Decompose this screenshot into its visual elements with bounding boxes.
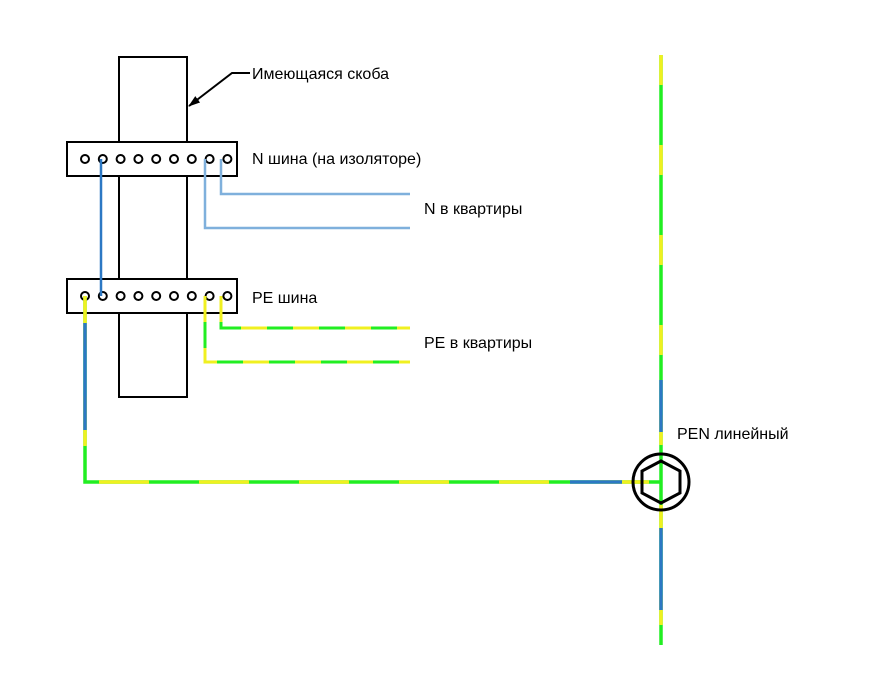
pe-bus-label: PE шина bbox=[252, 290, 317, 307]
bus-terminal bbox=[115, 291, 126, 301]
pe-to-pen-wire bbox=[83, 296, 660, 484]
pe-wire-to-apartments-1 bbox=[219, 296, 410, 330]
bus-terminal bbox=[133, 154, 144, 164]
pen-connector bbox=[631, 452, 691, 512]
bus-terminal bbox=[151, 154, 162, 164]
bus-terminal bbox=[204, 154, 215, 164]
pen-line-label: PEN линейный bbox=[677, 426, 789, 443]
existing-bracket bbox=[118, 56, 188, 398]
n-bus-terminals bbox=[80, 154, 233, 164]
n-bus-label: N шина (на изоляторе) bbox=[252, 151, 421, 168]
n-wire-to-apartments-2 bbox=[203, 159, 410, 230]
bus-terminal bbox=[204, 291, 215, 301]
bus-terminal bbox=[80, 154, 90, 164]
bus-terminal bbox=[115, 154, 126, 164]
bracket-label: Имеющаяся скоба bbox=[252, 66, 389, 83]
bus-terminal bbox=[186, 291, 197, 301]
n-wire-to-apartments-1 bbox=[219, 159, 410, 196]
pe-bus-terminals bbox=[80, 291, 233, 301]
pe-to-apartments-label: PE в квартиры bbox=[424, 335, 532, 352]
bus-terminal bbox=[133, 291, 144, 301]
bus-terminal bbox=[151, 291, 162, 301]
n-to-apartments-label: N в квартиры bbox=[424, 201, 522, 218]
bracket-leader-arrow bbox=[188, 72, 250, 107]
bus-terminal bbox=[169, 154, 179, 164]
bus-terminal bbox=[222, 291, 233, 301]
bus-terminal bbox=[222, 154, 233, 164]
bus-terminal bbox=[186, 154, 197, 164]
pe-wire-to-apartments-2 bbox=[203, 296, 410, 364]
bus-terminal bbox=[169, 291, 179, 301]
